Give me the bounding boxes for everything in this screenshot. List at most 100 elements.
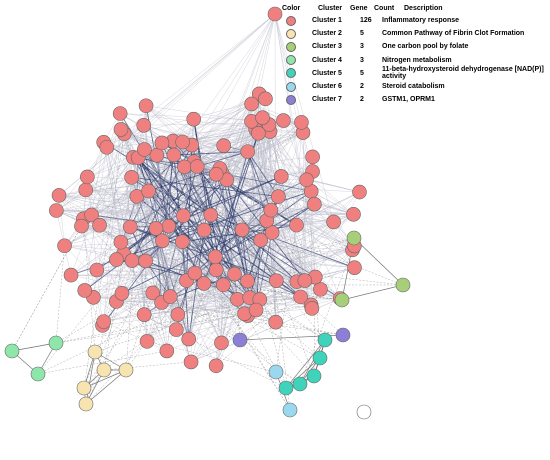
protein-node (124, 253, 140, 268)
legend-row-cluster-5: Cluster 5 5 11-beta-hydroxysteroid dehyd… (282, 66, 547, 80)
interaction-edge (255, 129, 291, 411)
legend-swatch-1 (286, 15, 296, 26)
interaction-edge (260, 239, 355, 268)
interaction-edge (70, 190, 149, 276)
protein-node (48, 335, 64, 351)
interaction-edge (275, 225, 297, 373)
protein-node (166, 147, 182, 163)
interaction-edge (55, 245, 65, 344)
protein-node (138, 253, 153, 269)
interaction-edge (144, 296, 301, 315)
interaction-edge (285, 357, 321, 389)
interaction-edge (216, 269, 315, 377)
protein-node (124, 170, 139, 185)
interaction-edge (121, 237, 355, 294)
interaction-edge (299, 249, 353, 385)
interaction-edge (116, 214, 354, 260)
interaction-edge (301, 122, 316, 278)
interaction-edge (123, 133, 168, 351)
interaction-edge (296, 224, 355, 247)
protein-node (335, 327, 351, 343)
interaction-edge (116, 259, 241, 341)
protein-node (304, 301, 320, 316)
protein-node (346, 207, 361, 222)
legend-cluster-name: Cluster 4 (312, 56, 342, 64)
protein-node (177, 159, 192, 175)
protein-node (234, 222, 250, 238)
protein-node (92, 217, 107, 233)
interaction-edge (144, 237, 355, 315)
interaction-edge (223, 284, 343, 301)
interaction-edge (190, 220, 267, 363)
interaction-edge (182, 241, 326, 341)
protein-node (141, 183, 156, 199)
interaction-edge (271, 232, 306, 281)
interaction-edge (103, 142, 122, 243)
legend-header-color: Color (282, 5, 301, 12)
protein-node (155, 233, 170, 249)
interaction-edge (136, 196, 305, 281)
protein-node (326, 214, 341, 230)
interaction-edge (190, 281, 297, 363)
protein-node (57, 238, 72, 254)
interaction-edge (125, 122, 302, 371)
interaction-edge (143, 13, 276, 126)
interaction-edge (274, 13, 316, 278)
protein-node (264, 225, 280, 240)
legend-description: One carbon pool by folate (382, 43, 469, 51)
protein-node (253, 232, 269, 248)
protein-node (216, 138, 231, 153)
protein-node (118, 362, 134, 378)
interaction-edge (85, 189, 122, 243)
interaction-edge (71, 274, 187, 281)
interaction-edge (182, 241, 353, 251)
protein-node (99, 140, 115, 155)
interaction-edge (123, 179, 227, 254)
interaction-edge (103, 253, 124, 371)
interaction-edge (144, 149, 313, 309)
legend-header: Color Cluster Gene Count Description (282, 3, 547, 14)
legend-description: Nitrogen metabolism (382, 56, 452, 64)
protein-node (227, 266, 242, 282)
protein-node (334, 292, 350, 308)
interaction-edge (119, 113, 224, 285)
legend-swatch-5 (286, 68, 296, 79)
protein-node (139, 334, 155, 349)
protein-node (181, 331, 197, 347)
interaction-edge (81, 225, 103, 326)
protein-node (240, 273, 255, 289)
protein-node (230, 291, 245, 307)
legend-cluster-name: Cluster 2 (312, 30, 342, 38)
protein-node (306, 368, 322, 384)
interaction-edge (87, 13, 276, 178)
legend-row-cluster-2: Cluster 2 5 Common Pathway of Fibrin Clo… (282, 27, 547, 40)
legend-cluster-name: Cluster 1 (312, 17, 342, 25)
interaction-edge (81, 224, 297, 227)
interaction-edge (103, 321, 167, 352)
interaction-edge (241, 229, 298, 282)
interaction-edge (276, 280, 315, 377)
protein-node (96, 314, 112, 329)
protein-node (312, 350, 328, 366)
interaction-edge (239, 280, 306, 341)
cluster-legend: Color Cluster Gene Count Description Clu… (282, 3, 547, 106)
interaction-edge (116, 103, 252, 302)
protein-node (251, 125, 266, 141)
protein-node (278, 380, 294, 396)
interaction-edge (226, 122, 302, 180)
protein-node (216, 277, 231, 293)
interaction-edge (182, 166, 198, 216)
interaction-edge (133, 157, 291, 411)
legend-swatch-6 (286, 81, 296, 92)
protein-node (84, 207, 99, 223)
legend-count: 3 (360, 43, 364, 51)
interaction-edge (83, 301, 117, 389)
legend-description: Inflammatory response (382, 17, 460, 25)
protein-node (76, 380, 92, 396)
protein-node (175, 234, 190, 250)
protein-node (276, 113, 291, 128)
interaction-edge (85, 140, 174, 405)
legend-cluster-name: Cluster 5 (312, 69, 342, 77)
interaction-edge (85, 351, 96, 405)
interaction-edge (58, 195, 123, 294)
